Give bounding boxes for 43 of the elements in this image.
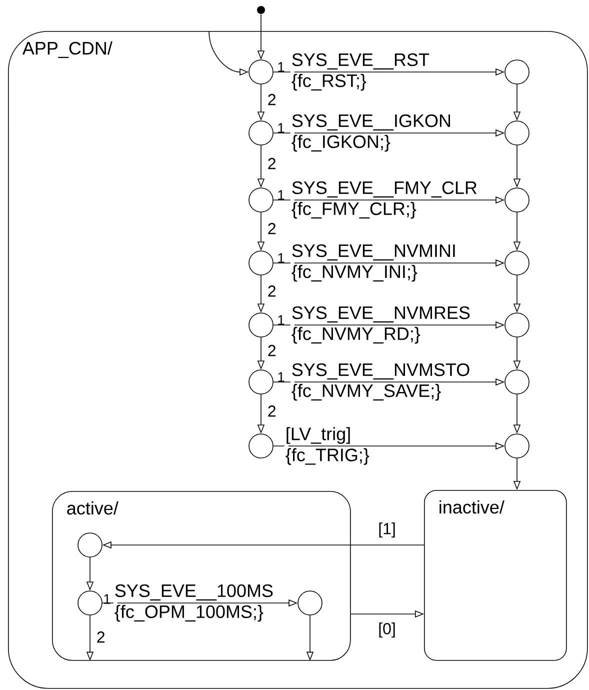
edge-label: 2 (266, 344, 278, 358)
edge-label: SYS_EVE__NVMRES {fc_NVMY_RD;} (290, 305, 470, 345)
edge-label: SYS_EVE__FMY_CLR {fc_FMY_CLR;} (290, 180, 477, 220)
state-box: inactive/ (424, 490, 567, 661)
order-number: 1 (278, 315, 284, 325)
edge-label: [LV_trig] {fc_TRIG;} (284, 426, 370, 466)
junction-circle (504, 60, 530, 84)
edge-label: 2 (266, 156, 278, 170)
junction-circle (248, 312, 274, 338)
edge-label: SYS_EVE__RST {fc_RST;} (290, 52, 430, 92)
order-number: 1 (278, 372, 284, 382)
junction-circle (504, 188, 530, 212)
junction-circle (504, 120, 530, 146)
edge-label: SYS_EVE__NVMINI {fc_NVMY_INI;} (290, 243, 455, 283)
edge-label: SYS_EVE__100MS {fc_OPM_100MS;} (113, 583, 273, 623)
junction-circle (248, 120, 274, 146)
edge-label: 2 (266, 404, 278, 418)
junction-circle (504, 434, 530, 458)
edge-label: 2 (266, 222, 278, 236)
junction-circle (504, 370, 530, 394)
junction-circle (298, 590, 322, 616)
edge-label: 2 (266, 284, 278, 298)
junction-circle (78, 590, 102, 616)
junction-circle (248, 60, 274, 84)
order-number: 1 (278, 253, 284, 263)
start-dot (257, 6, 265, 14)
junction-circle (248, 250, 274, 276)
edge-label: 2 (95, 630, 106, 644)
junction-circle (248, 370, 274, 394)
junction-circle (248, 188, 274, 212)
order-number: 1 (104, 594, 110, 604)
edge-label: 2 (266, 92, 278, 106)
junction-circle (248, 434, 274, 458)
order-number: 1 (278, 190, 284, 200)
edge-label: SYS_EVE__IGKON {fc_IGKON;} (290, 113, 450, 153)
edge-label: [0] (377, 622, 397, 638)
junction-circle (504, 312, 530, 338)
order-number: 1 (278, 123, 284, 133)
order-number: 1 (278, 62, 284, 72)
edge-label: SYS_EVE__NVMSTO {fc_NVMY_SAVE;} (290, 362, 470, 402)
junction-circle (504, 250, 530, 276)
edge-label: [1] (377, 522, 397, 538)
junction-circle (78, 532, 102, 558)
